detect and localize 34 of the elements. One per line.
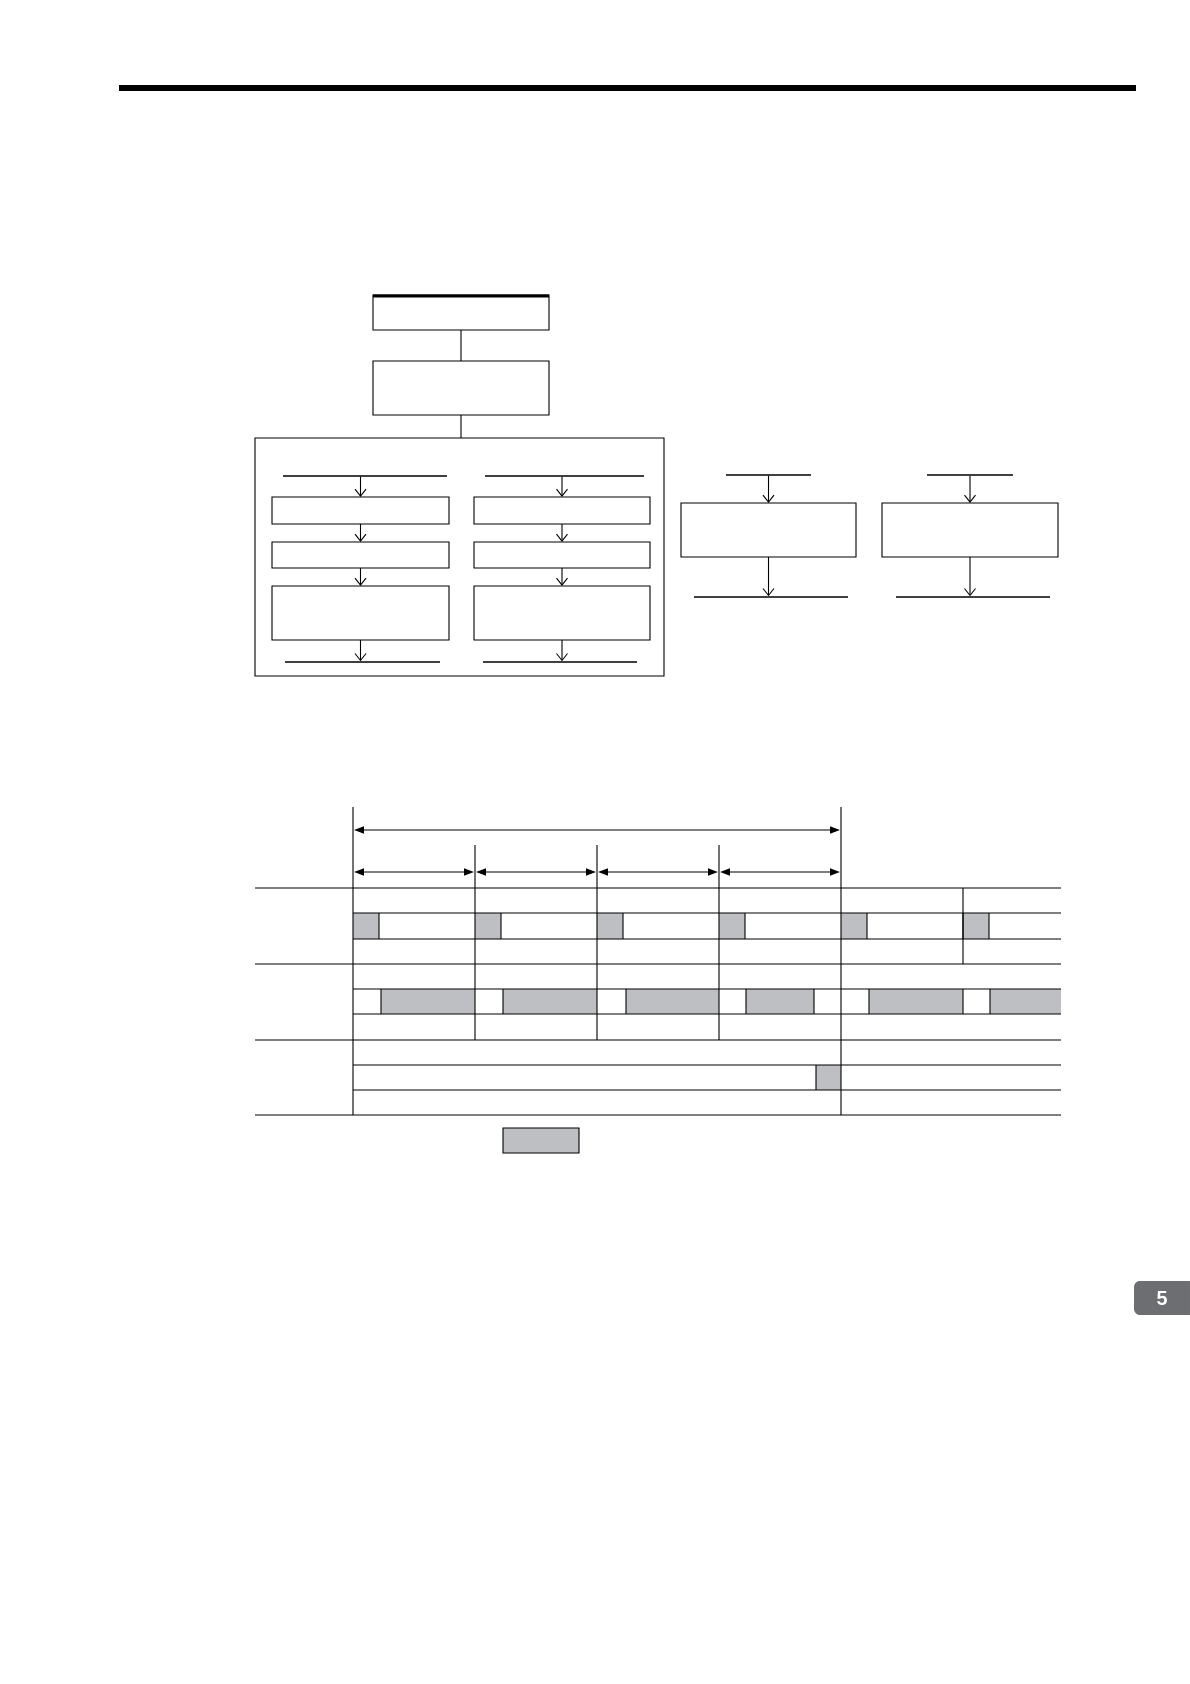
arrow [762,475,775,503]
arrow [963,556,977,597]
process-box [473,541,651,569]
arrow [555,639,569,662]
chapter-tab: 5 [1134,1281,1190,1315]
connector-line [460,414,462,439]
process-box [473,585,651,641]
arrow [354,476,367,497]
bus-line [485,475,644,477]
bus-line [726,474,811,476]
process-box [271,496,450,525]
arrow [762,556,775,597]
bus-line [927,474,1013,476]
process-box [372,294,550,331]
process-box [881,502,1059,558]
connector-line [460,329,462,362]
arrow [354,523,367,542]
process-box [473,496,651,525]
process-box [271,541,450,569]
arrow [555,476,569,497]
process-box [372,360,550,416]
arrow [555,523,569,542]
process-box [271,585,450,641]
arrow [555,567,569,586]
bus-line [283,475,447,477]
bus-line [285,661,440,663]
bus-line [694,596,848,598]
process-box [680,502,857,558]
group-frame [254,437,665,677]
arrow [354,639,367,662]
bus-line [896,596,1050,598]
bus-line [483,661,637,663]
arrow [963,475,977,503]
arrow [354,567,367,586]
